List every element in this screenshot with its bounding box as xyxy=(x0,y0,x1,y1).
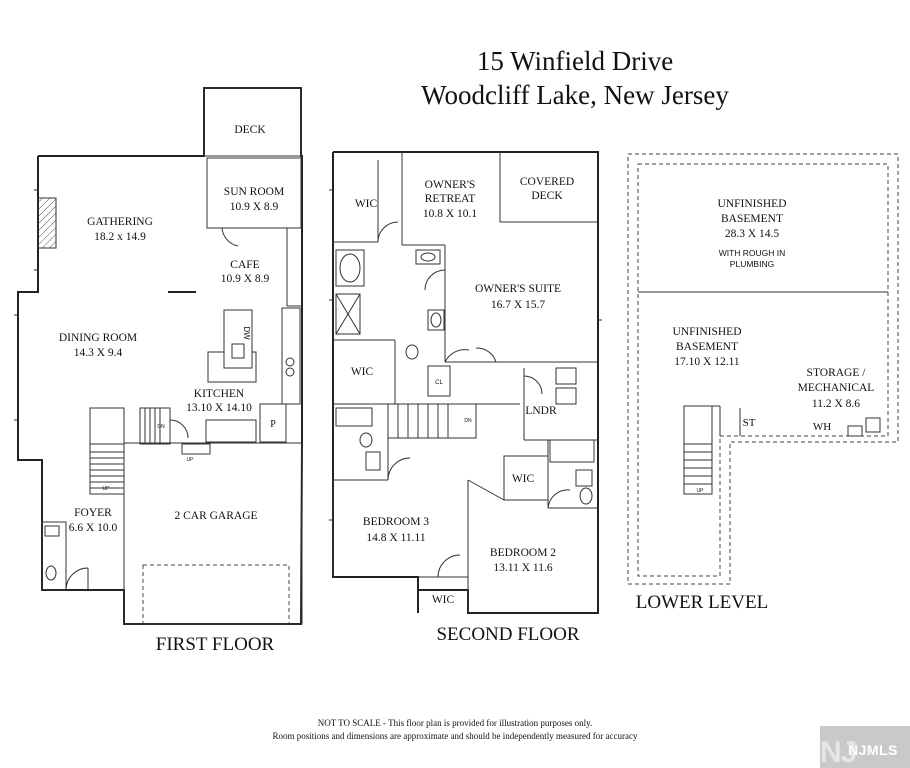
njmls-logo: NJ NJMLS xyxy=(820,726,910,768)
second-floor-label: SECOND FLOOR xyxy=(436,624,579,645)
lower-level-label: LOWER LEVEL xyxy=(636,592,768,613)
garage-label: 2 CAR GARAGE xyxy=(174,510,257,522)
disclaimer-line-2: Room positions and dimensions are approx… xyxy=(272,731,638,741)
second-floor-plan xyxy=(329,151,602,614)
plan-title-town: Woodcliff Lake, New Jersey xyxy=(421,80,729,110)
plan-title-address: 15 Winfield Drive xyxy=(477,46,673,76)
storage-dims: 11.2 X 8.6 xyxy=(812,398,860,410)
owner-wic-label: WIC xyxy=(355,198,378,210)
first-stair-up-label: UP xyxy=(103,486,111,492)
bedroom-2-name: BEDROOM 2 xyxy=(490,547,556,559)
dishwasher-label: DW xyxy=(242,326,251,340)
owners-retreat-name-2: RETREAT xyxy=(425,193,475,205)
unfinished-basement-2-dims: 17.10 X 12.11 xyxy=(674,356,740,368)
cafe-name: CAFE xyxy=(230,259,259,271)
owners-suite-name: OWNER'S SUITE xyxy=(475,283,561,295)
bedroom-3-dims: 14.8 X 11.11 xyxy=(366,532,425,544)
unfinished-basement-2-name: UNFINISHED xyxy=(673,326,742,338)
first-step-up-label: UP xyxy=(187,457,195,463)
owners-retreat-name: OWNER'S xyxy=(425,179,476,191)
second-stair-dn-label: DN xyxy=(464,418,472,424)
gathering-name: GATHERING xyxy=(87,216,153,228)
first-floor-plan xyxy=(14,87,303,625)
covered-deck-name: COVERED xyxy=(520,176,574,188)
covered-deck-name-2: DECK xyxy=(531,190,563,202)
cafe-dims: 10.9 X 8.9 xyxy=(221,273,270,285)
gathering-dims: 18.2 x 14.9 xyxy=(94,231,146,243)
sun-room-dims: 10.9 X 8.9 xyxy=(230,201,279,213)
rough-in-note: WITH ROUGH IN xyxy=(719,248,786,258)
unfinished-basement-1-name: UNFINISHED xyxy=(718,198,787,210)
unfinished-basement-1-dims: 28.3 X 14.5 xyxy=(725,228,780,240)
foyer-dims: 6.6 X 10.0 xyxy=(69,522,118,534)
disclaimer-line-1: NOT TO SCALE - This floor plan is provid… xyxy=(317,718,593,728)
wh-label: WH xyxy=(813,421,831,433)
foyer-name: FOYER xyxy=(74,507,112,519)
bedroom-3-name: BEDROOM 3 xyxy=(363,516,429,528)
lower-stair-up-label: UP xyxy=(697,488,705,494)
pantry-label: P xyxy=(270,419,276,430)
unfinished-basement-1-name-2: BASEMENT xyxy=(721,213,783,225)
storage-name: STORAGE / xyxy=(807,367,867,379)
dining-room-dims: 14.3 X 9.4 xyxy=(74,347,123,359)
laundry-label: LNDR xyxy=(525,405,557,417)
logo-watermark: NJ xyxy=(820,736,857,768)
mechanical-name: MECHANICAL xyxy=(798,382,875,394)
bedroom-2-wic-label: WIC xyxy=(512,473,535,485)
owners-retreat-dims: 10.8 X 10.1 xyxy=(423,208,478,220)
logo-text: NJMLS xyxy=(848,742,898,758)
first-floor-label: FIRST FLOOR xyxy=(156,634,275,655)
lower-level-plan xyxy=(627,153,899,585)
plumbing-note: PLUMBING xyxy=(730,259,774,269)
bedroom-2-dims: 13.11 X 11.6 xyxy=(493,562,552,574)
owners-suite-dims: 16.7 X 15.7 xyxy=(491,299,546,311)
second-wic-label: WIC xyxy=(351,366,374,378)
first-deck-label: DECK xyxy=(234,124,266,136)
kitchen-name: KITCHEN xyxy=(194,388,245,400)
bedroom-3-wic-label: WIC xyxy=(432,594,455,606)
st-label: ST xyxy=(743,417,756,429)
closet-label: CL xyxy=(435,380,443,386)
kitchen-dims: 13.10 X 14.10 xyxy=(186,402,252,414)
first-stair-dn-label: DN xyxy=(157,424,165,430)
unfinished-basement-2-name-2: BASEMENT xyxy=(676,341,738,353)
sun-room-name: SUN ROOM xyxy=(224,186,284,198)
dining-room-name: DINING ROOM xyxy=(59,332,137,344)
